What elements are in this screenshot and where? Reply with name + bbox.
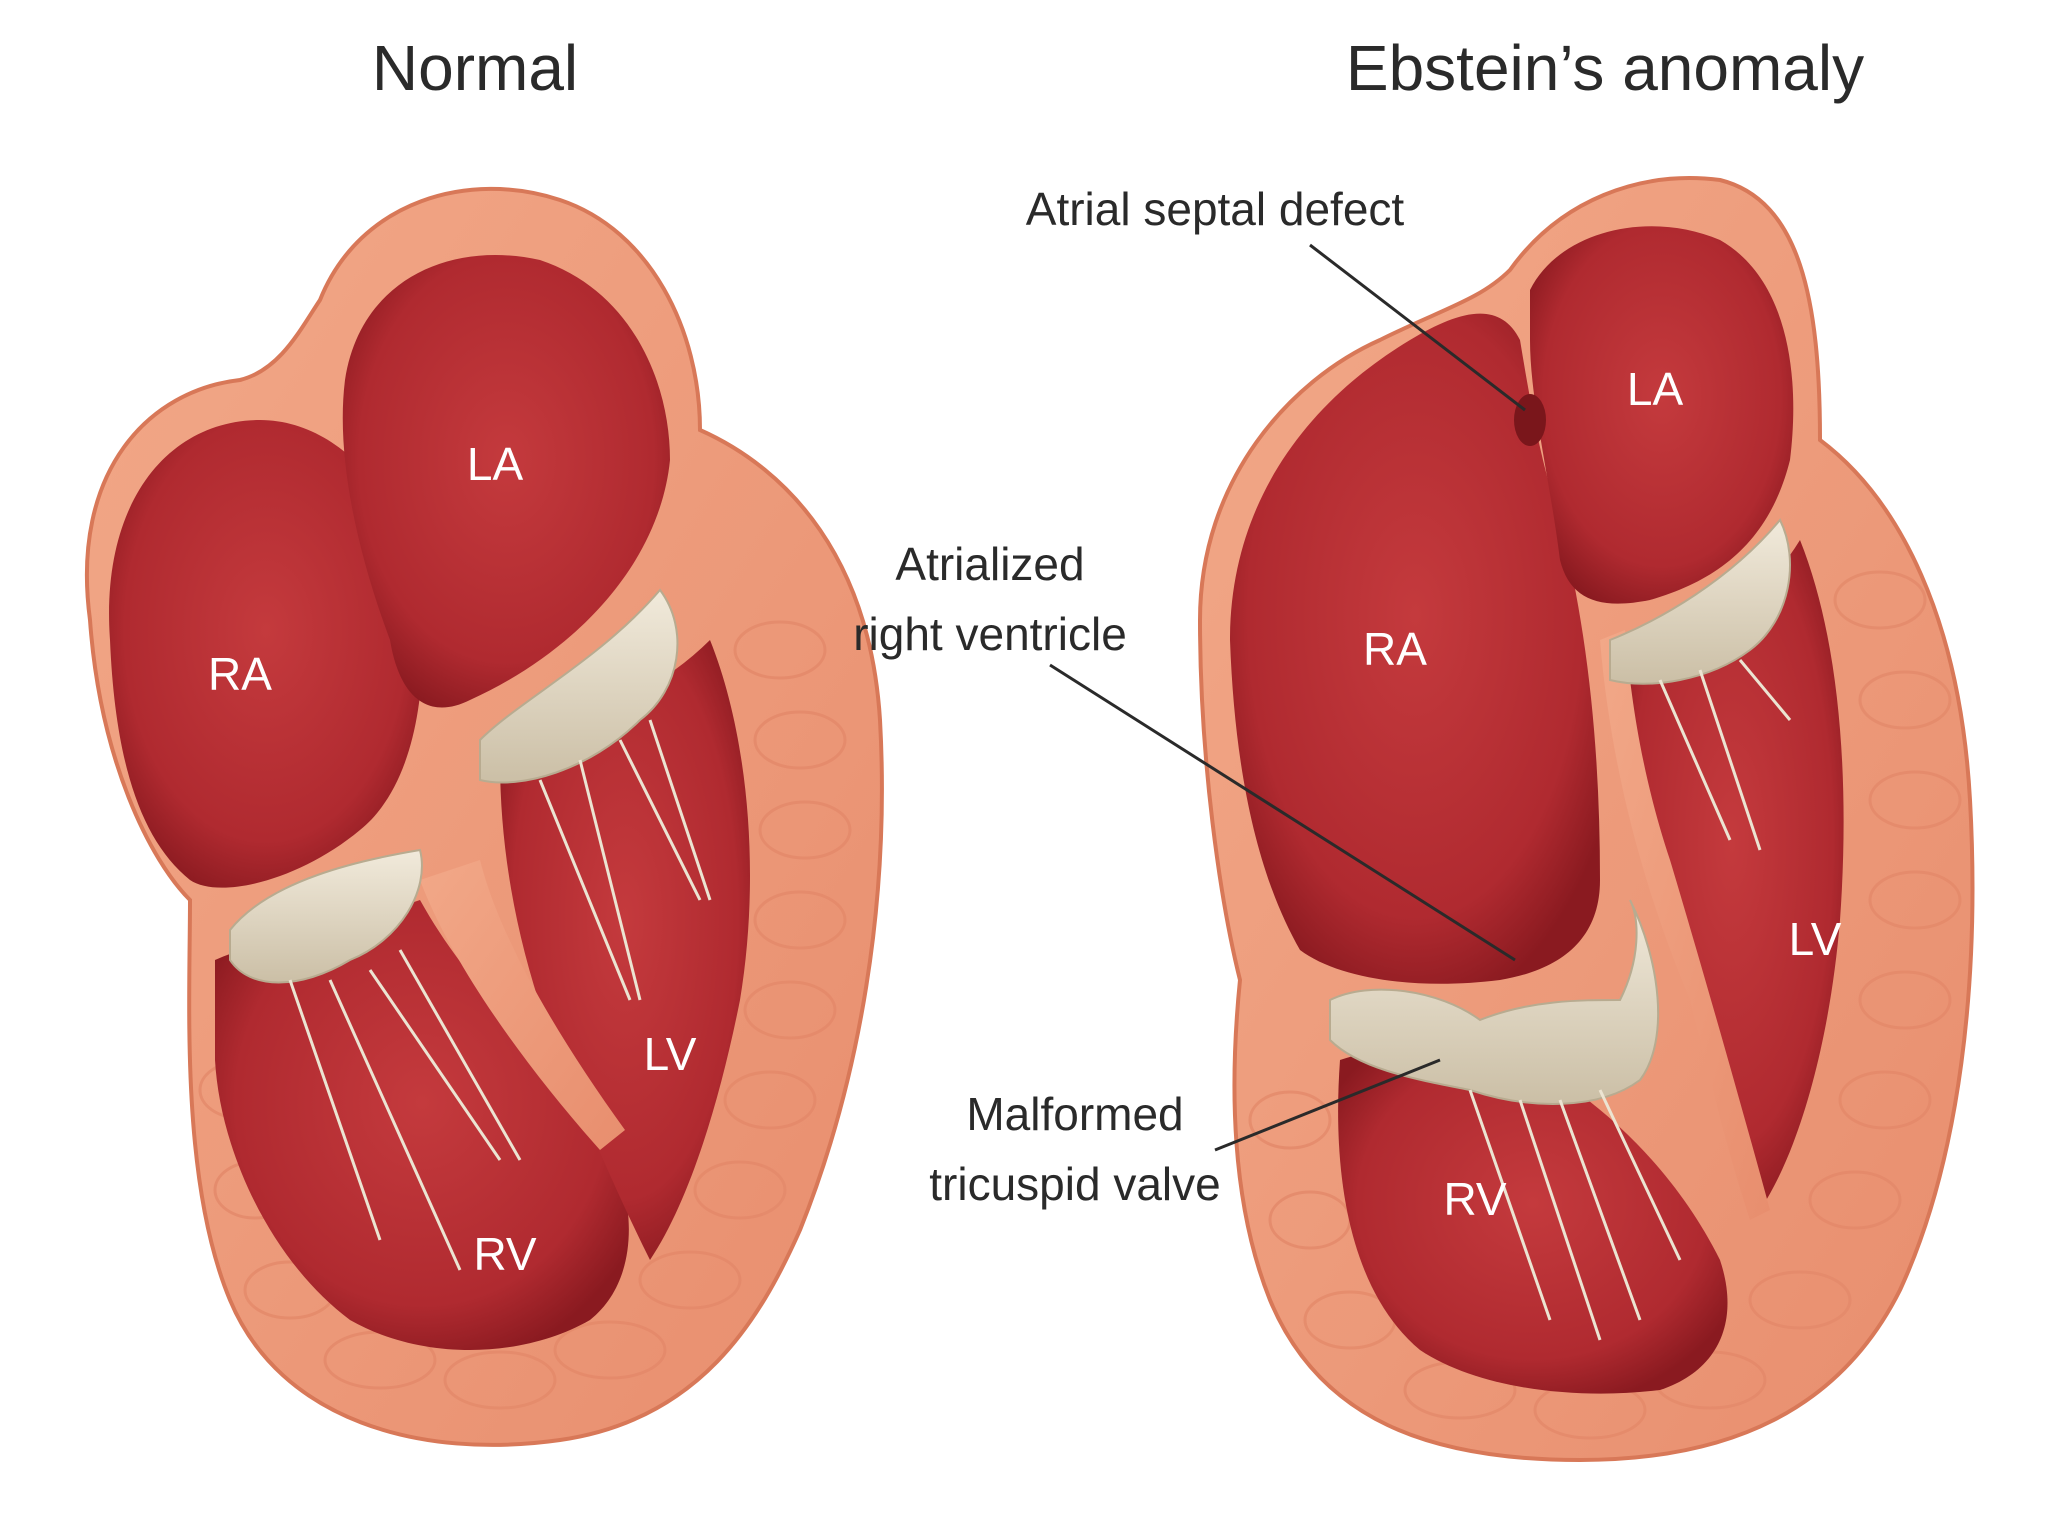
ebstein-tricuspid-valve <box>1329 899 1660 1105</box>
normal-label-lv: LV <box>644 1028 697 1080</box>
normal-rv-chamber <box>215 900 629 1350</box>
ebstein-chordae <box>1468 659 1792 1341</box>
normal-mitral-valve <box>479 588 679 784</box>
normal-tricuspid-valve <box>229 848 423 984</box>
normal-label-la: LA <box>467 438 524 490</box>
ebstein-label-la: LA <box>1627 363 1684 415</box>
ebstein-label-lv: LV <box>1789 913 1842 965</box>
normal-septum <box>420 860 625 1150</box>
callout-atrial-septal-defect: Atrial septal defect <box>1026 183 1526 412</box>
leader-atrialized-rv <box>1049 663 1516 962</box>
ebstein-rv-chamber <box>1338 1046 1728 1394</box>
leader-malformed-valve <box>1214 1058 1441 1152</box>
title-normal: Normal <box>372 32 578 104</box>
title-ebstein: Ebstein’s anomaly <box>1346 32 1864 104</box>
ebstein-lv-chamber <box>1620 540 1844 1210</box>
normal-label-rv: RV <box>473 1228 536 1280</box>
normal-muscle-fibers <box>198 620 852 1410</box>
ebstein-septum <box>1600 630 1770 1220</box>
callout-malformed-valve: Malformed tricuspid valve <box>929 1058 1441 1210</box>
callout-atrialized-rv: Atrialized right ventricle <box>853 538 1516 962</box>
callout-label-atrial-septal-defect: Atrial septal defect <box>1026 183 1405 235</box>
leader-atrial-septal-defect <box>1309 243 1526 412</box>
ebstein-mitral-valve <box>1609 518 1791 685</box>
ebstein-heart: LA RA LV RV <box>1197 176 1975 1463</box>
ebstein-label-rv: RV <box>1443 1173 1506 1225</box>
atrial-septal-defect-hole <box>1514 394 1546 446</box>
ebstein-la-chamber <box>1530 226 1794 604</box>
normal-label-ra: RA <box>208 648 272 700</box>
normal-ra-chamber <box>109 420 423 888</box>
normal-lv-chamber <box>500 640 750 1260</box>
callout-label-malformed-valve-line1: Malformed <box>966 1088 1183 1140</box>
normal-la-chamber <box>342 255 670 708</box>
callout-label-malformed-valve-line2: tricuspid valve <box>929 1158 1220 1210</box>
ebstein-label-ra: RA <box>1363 623 1427 675</box>
callout-label-atrialized-rv-line2: right ventricle <box>853 608 1127 660</box>
ebstein-muscle-fibers <box>1248 570 1962 1440</box>
normal-heart: LA RA LV RV <box>84 186 884 1447</box>
callout-label-atrialized-rv-line1: Atrialized <box>895 538 1084 590</box>
ebstein-ra-chamber <box>1230 313 1600 984</box>
normal-chordae <box>288 719 712 1271</box>
